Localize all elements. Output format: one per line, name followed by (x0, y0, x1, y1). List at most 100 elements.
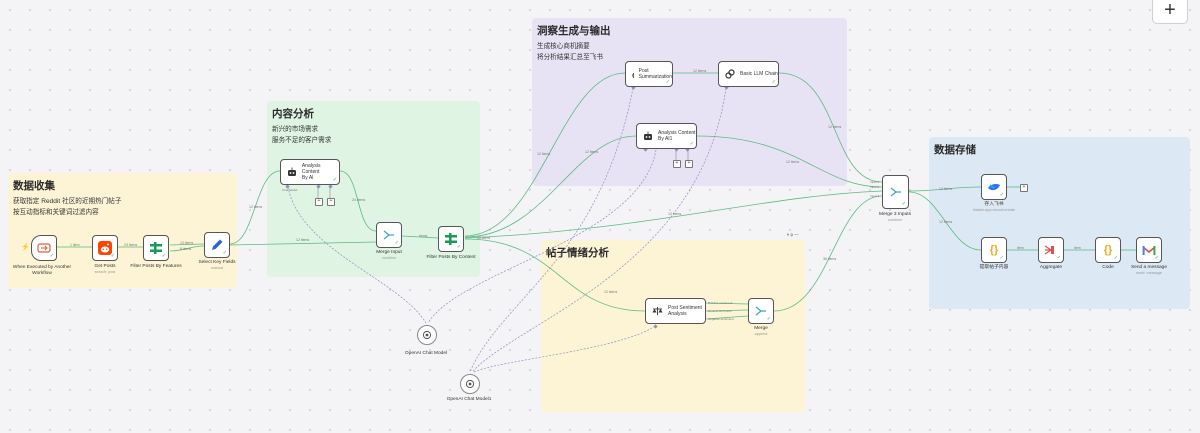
add-subnode-button[interactable]: + (327, 198, 335, 206)
edge-label: 12 items (828, 125, 842, 129)
openai-icon (465, 379, 475, 389)
sticky-title: 数据收集 (13, 180, 55, 192)
node-subtitle: search: post (94, 270, 116, 274)
edge-sentiment-merge-2 (705, 309, 749, 312)
port-diamond (328, 184, 333, 189)
sticky-storage[interactable]: 数据存储 (929, 137, 1190, 309)
node-label: Summarization (638, 74, 672, 80)
node-aggregate[interactable]: ✓ (1038, 237, 1064, 263)
node-code[interactable]: {} ✓ (1095, 237, 1121, 263)
edge-fc-sentiment (464, 238, 646, 312)
node-merge-3-inputs[interactable]: ✓ (882, 175, 909, 209)
add-node-button[interactable]: + (1020, 184, 1028, 192)
add-subnode-button[interactable]: + (673, 160, 681, 168)
edge-label: item (1074, 246, 1081, 250)
node-openai-chat-model1[interactable] (460, 374, 480, 394)
port-label: Neutral sentiment (708, 309, 732, 313)
node-label: Post Sentiment (668, 305, 702, 311)
node-label: Analysis (668, 311, 687, 317)
edge-label: 1 item (70, 243, 80, 247)
port-label: Input 2 (870, 185, 880, 189)
node-subtitle: send: message (1136, 271, 1162, 275)
chain-icon (632, 73, 634, 78)
add-node-toolbar-button[interactable]: + (1152, 0, 1188, 24)
success-check-icon: ✓ (161, 253, 166, 259)
node-label: 提取帖子内容 (979, 265, 1009, 270)
add-subnode-button[interactable]: + (315, 198, 323, 206)
edge-label: items (419, 234, 428, 238)
feishu-icon (988, 184, 1000, 191)
node-extract-content[interactable]: {} ✓ (981, 237, 1007, 263)
port-label: Negative sentiment (708, 317, 734, 321)
port-label: Chat Model (282, 188, 298, 192)
port-label: Input 1 (870, 180, 880, 184)
node-label: Merge Input (376, 250, 402, 255)
edge-label: 12 items (786, 160, 800, 164)
sticky-hover-tools[interactable]: ⏸ ⚲ — (787, 232, 799, 237)
edge-label: 12 items (939, 187, 953, 191)
merge-icon (383, 230, 394, 240)
node-merge[interactable]: ✓ (748, 298, 774, 324)
edge-label: item (1017, 246, 1024, 250)
sticky-sentiment[interactable]: 帖子情绪分析 (541, 240, 805, 412)
sticky-line: 生成核心商机摘要 (537, 43, 590, 50)
success-check-icon: ✓ (999, 192, 1004, 198)
edge-label: 12 items (249, 205, 263, 209)
reddit-icon (98, 241, 112, 255)
node-send-message[interactable]: ✓ (1136, 237, 1162, 263)
node-label: Merge (754, 326, 768, 331)
node-label: Filter Posts By Content (426, 255, 476, 260)
add-subnode-button[interactable]: + (685, 160, 693, 168)
node-label: Aggregate (1039, 265, 1063, 270)
node-trigger[interactable]: ✓ (31, 235, 57, 261)
braces-icon: {} (989, 244, 999, 256)
node-basic-llm-chain[interactable]: Basic LLM Chain ✓ (718, 61, 779, 87)
sticky-line: 按互动指标和关键词过滤内容 (13, 209, 99, 216)
edge-mergeinput-filtercontent (401, 235, 439, 239)
node-label: Merge 3 Inputs (879, 212, 911, 217)
node-get-posts[interactable]: ✓ (92, 235, 118, 261)
node-label: By AI1 (658, 136, 673, 142)
edge-merge3-feishu (908, 186, 982, 192)
node-select-fields[interactable]: ✓ (204, 232, 230, 258)
edge-sentiment-merge-3 (705, 315, 749, 320)
success-check-icon: ✓ (394, 240, 399, 246)
aggregate-icon (1044, 245, 1054, 255)
trigger-icon (37, 243, 51, 253)
edge-select-mergeinput (229, 241, 377, 246)
edge-label: 12 items (604, 290, 618, 294)
edge-ai1-openai (427, 149, 657, 324)
node-openai-chat-model[interactable] (417, 325, 437, 345)
edge-summ-openai1 (469, 87, 634, 373)
chain-icon (725, 69, 735, 79)
sticky-line: 新兴的市场需求 (272, 126, 319, 133)
robot-icon (288, 167, 296, 176)
sticky-line: 将分析结果汇总至飞书 (537, 54, 603, 61)
edge-label: 8 items (180, 247, 192, 251)
sticky-title: 数据存储 (934, 144, 976, 156)
edge-merge3-extract (908, 191, 982, 251)
port-diamond (285, 184, 290, 189)
port-diamond (316, 184, 321, 189)
robot-icon (644, 131, 652, 140)
node-merge-input[interactable]: ✓ (376, 222, 402, 248)
node-feishu[interactable]: ✓ (981, 174, 1007, 200)
edge-label: 12 items (537, 152, 551, 156)
edge-filter-select-1 (169, 243, 205, 246)
node-filter-features[interactable]: ✓ (143, 235, 169, 261)
success-check-icon: ✓ (766, 316, 771, 322)
edge-label: 36 items (823, 257, 837, 261)
sticky-insight[interactable]: 洞察生成与输出 生成核心商机摘要 将分析结果汇总至飞书 (532, 18, 847, 186)
node-label: Basic LLM Chain (740, 71, 778, 77)
success-check-icon: ✓ (456, 244, 461, 250)
node-label: Code (1102, 265, 1114, 270)
sticky-data-collection[interactable]: 数据收集 获取指定 Reddit 社区的近期热门帖子 按互动指标和关键词过滤内容 (8, 173, 237, 288)
node-filter-content[interactable]: ✓ (438, 226, 464, 252)
node-label: Select Key Fields (198, 260, 236, 265)
sticky-title: 帖子情绪分析 (546, 247, 609, 259)
